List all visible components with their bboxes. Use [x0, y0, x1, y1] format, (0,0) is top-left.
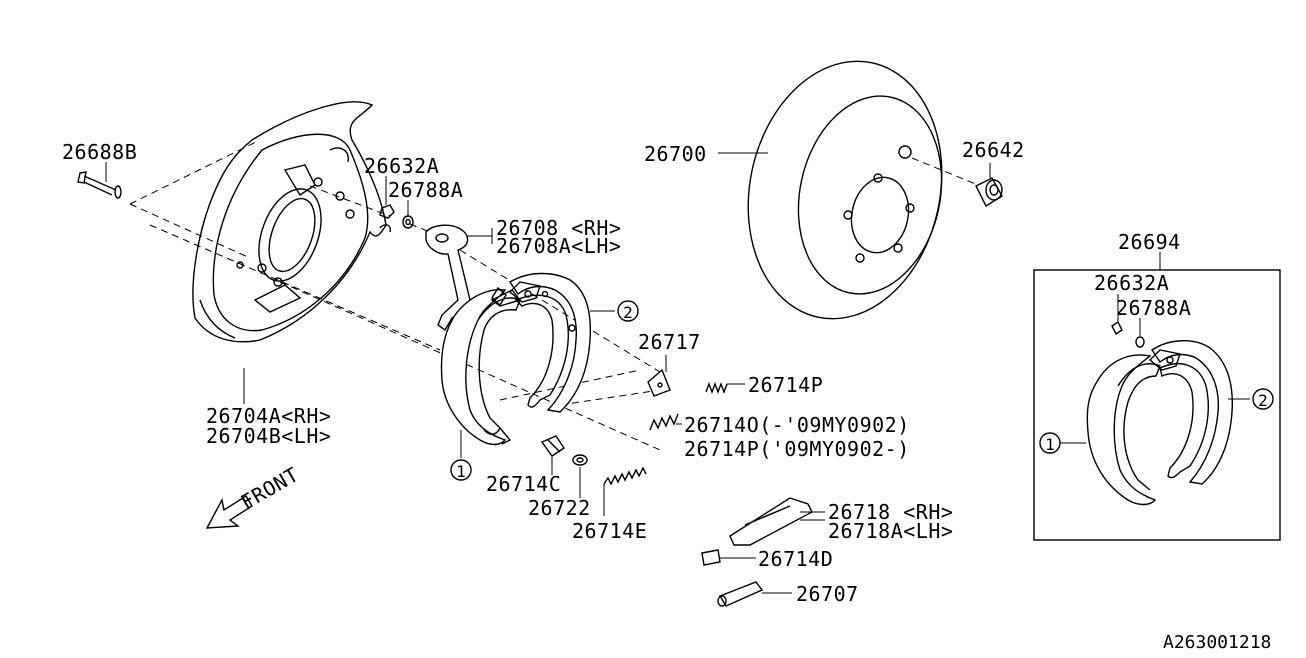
cup-26722 [572, 454, 588, 498]
label-box-26632a: 26632A [1094, 271, 1169, 295]
box-callout-1-text: 1 [1045, 435, 1055, 454]
label-26717: 26717 [638, 330, 701, 354]
brake-shoe-2 [491, 272, 615, 413]
pin-26707 [717, 581, 792, 607]
rotor-26700 [718, 60, 943, 320]
spring-26714p [705, 382, 745, 394]
callout-2-icon: 2 [1252, 388, 1274, 410]
label-26714c: 26714C [486, 472, 561, 496]
label-26700: 26700 [644, 142, 707, 166]
label-26632a: 26632A [364, 154, 439, 178]
label-26704a: 26704A<RH> [206, 404, 331, 428]
label-26714p: 26714P [748, 373, 823, 397]
front-label: FRONT [237, 462, 303, 514]
spring-26714e [603, 466, 647, 516]
label-26722: 26722 [528, 496, 591, 520]
callout-2-icon: 2 [617, 300, 639, 322]
label-26704b: 26704B<LH> [206, 424, 331, 448]
spring-26714o [649, 413, 682, 431]
nut-26632a [379, 176, 395, 219]
label-26707: 26707 [796, 582, 859, 606]
label-26708: 26708 <RH> [496, 216, 621, 240]
label-26714e: 26714E [572, 519, 647, 543]
callout-1-icon: 1 [1039, 432, 1061, 454]
label-26714o: 26714O(-'09MY0902) [684, 413, 910, 437]
kit-box-26694 [1033, 252, 1281, 541]
label-26642: 26642 [962, 138, 1025, 162]
washer-26788a [402, 200, 414, 229]
bolt-26688b [77, 171, 122, 199]
front-arrow-icon: FRONT [205, 462, 303, 529]
plug-26642 [975, 163, 1003, 208]
label-26694: 26694 [1118, 230, 1181, 254]
label-26708a: 26708A<LH> [496, 234, 621, 258]
label-26718a: 26718A<LH> [828, 519, 953, 543]
brake-shoe-1 [440, 288, 522, 458]
callout-2-text: 2 [623, 303, 633, 322]
lever-26708 [425, 224, 493, 332]
clip-26717 [647, 355, 671, 397]
strut-26718 [729, 497, 825, 546]
label-26714p-2: 26714P('09MY0902-) [684, 437, 910, 461]
label-26714d: 26714D [758, 547, 833, 571]
callout-1-icon: 1 [450, 459, 472, 481]
reference-number: A263001218 [1163, 632, 1271, 653]
backing-plate [192, 101, 392, 343]
callout-1-text: 1 [456, 462, 466, 481]
spring-26714d [701, 549, 756, 566]
box-callout-2-text: 2 [1258, 391, 1268, 410]
label-26718: 26718 <RH> [828, 500, 953, 524]
adjuster-26714c [540, 435, 565, 475]
label-26688b: 26688B [62, 140, 137, 164]
label-26788a: 26788A [388, 178, 463, 202]
label-box-26788a: 26788A [1116, 296, 1191, 320]
